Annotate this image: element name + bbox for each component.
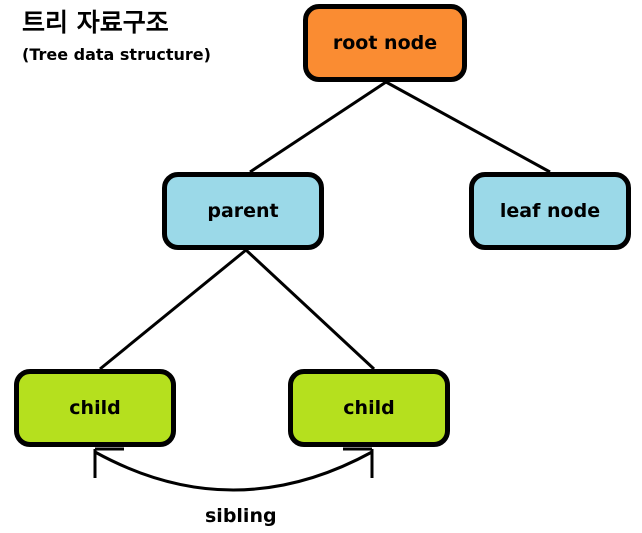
node-child-left-label: child: [69, 397, 121, 419]
sibling-arc-label: sibling: [205, 505, 277, 527]
node-child-right[interactable]: child: [288, 369, 450, 447]
node-leaf-label: leaf node: [499, 200, 601, 222]
edge-root-to-leaf: [385, 80, 551, 174]
sibling-arc: [93, 447, 374, 492]
diagram-title-block: 트리 자료구조 (Tree data structure): [22, 8, 292, 65]
node-child-left[interactable]: child: [14, 369, 176, 447]
page-title: 트리 자료구조: [22, 8, 169, 37]
node-child-right-label: child: [343, 397, 395, 419]
node-parent[interactable]: parent: [162, 172, 324, 250]
node-root[interactable]: root node: [303, 4, 467, 82]
edge-root-to-parent: [249, 80, 387, 174]
sibling-arrowhead-left: [93, 447, 124, 478]
node-root-label: root node: [332, 32, 438, 54]
page-subtitle: (Tree data structure): [22, 45, 211, 64]
node-parent-label: parent: [207, 200, 279, 222]
sibling-arc-curve: [94, 450, 373, 492]
edge-parent-to-child-right: [244, 248, 376, 371]
node-leaf[interactable]: leaf node: [469, 172, 631, 250]
sibling-arrowhead-right: [343, 447, 374, 478]
edge-parent-to-child-left: [99, 248, 247, 371]
